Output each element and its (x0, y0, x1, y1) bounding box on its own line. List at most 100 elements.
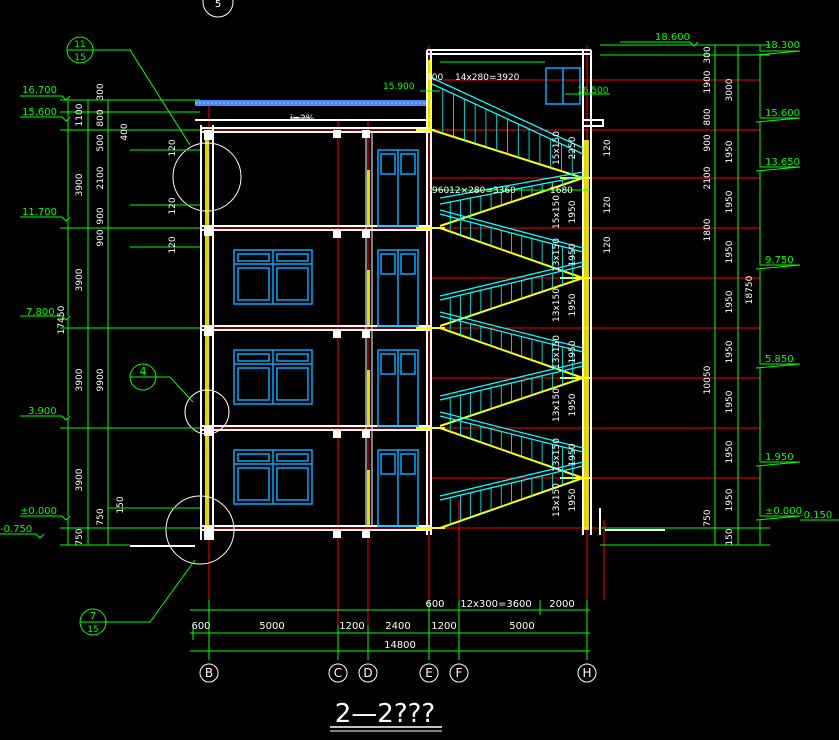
right-dim-2100: 2100 (703, 166, 713, 189)
stair-top-run: 14x280=3920 (455, 73, 520, 83)
top-circle-label: 5 (215, 0, 221, 10)
elev-left-11700: 11.700 (22, 207, 57, 218)
bottom-dim-1200-a: 1200 (339, 621, 364, 632)
flight-8-steps: 13x150 (552, 483, 562, 517)
left-dim-900-b: 900 (96, 229, 106, 246)
elev-right-13650: 13.650 (765, 157, 800, 168)
flight-6-steps: 13x150 (552, 388, 562, 422)
flight-5-steps: 13x150 (552, 335, 562, 369)
elev-right-minus150: -0.150 (800, 510, 832, 521)
bottom-dim-5000-a: 5000 (259, 621, 284, 632)
axis-label-c: C (334, 666, 342, 680)
stair-mid-run: 96012×280=3360 (432, 186, 516, 196)
flight-7-steps: 13x150 (552, 438, 562, 472)
left-dim-500: 500 (96, 134, 106, 151)
left-dim-2100: 2100 (96, 166, 106, 189)
right-dim-300: 300 (703, 46, 713, 63)
flight-5-height: 1950 (568, 340, 578, 363)
flight-4-height: 1950 (568, 293, 578, 316)
right-small-120-a: 120 (603, 139, 613, 156)
left-dim-3900-a: 3900 (75, 173, 85, 196)
elev-stair-roof: 16.500 (577, 86, 609, 96)
axis-label-e: E (425, 666, 433, 680)
left-dim-120-c: 120 (168, 236, 178, 253)
stairs (416, 77, 590, 529)
roof-slope-label: i=2% (290, 114, 315, 124)
elev-right-9750: 9.750 (765, 255, 794, 266)
columns (205, 60, 589, 530)
right-small-120-c: 120 (603, 236, 613, 253)
bottom-dim-2000: 2000 (549, 599, 574, 610)
right-dim-800: 800 (703, 108, 713, 125)
elev-left-15600: 15.600 (22, 107, 57, 118)
left-dim-3900-d: 3900 (75, 468, 85, 491)
doors (377, 149, 419, 527)
left-dimension-lines (0, 95, 200, 546)
detail-2-top: 4 (140, 365, 147, 378)
bottom-dim-2400: 2400 (385, 621, 410, 632)
flight-3-height: 1950 (568, 243, 578, 266)
elev-right-15600: 15.600 (765, 108, 800, 119)
left-dim-900-a: 900 (96, 207, 106, 224)
elev-right-0000: ±0.000 (765, 506, 802, 517)
detail-3-bottom: 15 (87, 625, 98, 635)
right-dim-1950-h: 1950 (725, 488, 735, 511)
axis-label-d: D (363, 666, 372, 680)
stair-tower-window (545, 67, 581, 105)
left-dim-150: 150 (116, 496, 126, 513)
elev-left-7800: 7.800 (26, 307, 55, 318)
left-dim-120-b: 120 (168, 197, 178, 214)
right-dim-900: 900 (703, 134, 713, 151)
flight-7-height: 1950 (568, 443, 578, 466)
left-dim-9900: 9900 (96, 368, 106, 391)
right-dim-1800: 1800 (703, 218, 713, 241)
bottom-dim-600-top: 600 (425, 599, 444, 610)
right-dim-750: 750 (703, 509, 713, 526)
bottom-dimension-lines (190, 600, 590, 660)
left-dim-3900-b: 3900 (75, 268, 85, 291)
detail-1-top: 11 (74, 40, 85, 50)
left-dim-300: 300 (96, 83, 106, 100)
flight-2-steps: 15x150 (552, 195, 562, 229)
bottom-dim-1200-b: 1200 (431, 621, 456, 632)
flight-3-steps: 13x150 (552, 238, 562, 272)
detail-3-top: 7 (90, 611, 96, 622)
elev-left-3900: 3.900 (28, 406, 57, 417)
left-dim-3900-c: 3900 (75, 368, 85, 391)
right-dim-1950-c: 1950 (725, 240, 735, 263)
windows (233, 249, 313, 505)
left-dim-750: 750 (75, 528, 85, 545)
flight-4-steps: 13x150 (552, 288, 562, 322)
stair-top-offset: 400 (426, 73, 443, 83)
detail-callouts (66, 0, 242, 636)
right-dim-10050: 10050 (703, 365, 713, 394)
elev-right-5850: 5.850 (765, 354, 794, 365)
right-dim-150: 150 (725, 528, 735, 545)
bottom-dim-3600: 12x300=3600 (460, 599, 532, 610)
elev-right-1950: 1.950 (765, 452, 794, 463)
bottom-dim-600: 600 (191, 621, 210, 632)
right-dim-1950-a: 1950 (725, 140, 735, 163)
axis-label-f: F (456, 666, 463, 680)
right-dim-3000: 3000 (725, 78, 735, 101)
right-dim-18750: 18750 (745, 275, 755, 304)
elev-left-16700: 16.700 (22, 85, 57, 96)
axis-lines (60, 45, 760, 660)
left-dim-750-b: 750 (96, 508, 106, 525)
bottom-dim-5000-b: 5000 (509, 621, 534, 632)
axis-label-h: H (582, 666, 591, 680)
right-dim-1950-b: 1950 (725, 190, 735, 213)
flight-1-steps: 15x150 (552, 131, 562, 165)
right-dim-1900: 1900 (703, 70, 713, 93)
right-dim-1950-d: 1950 (725, 290, 735, 313)
roof: i=2% (195, 100, 430, 124)
elev-left-0000: ±0.000 (20, 506, 57, 517)
left-dim-400: 400 (120, 123, 130, 140)
elev-roof-top: 15.900 (383, 82, 415, 92)
detail-1-bottom: 15 (74, 53, 85, 63)
bottom-dim-total: 14800 (384, 640, 416, 651)
axis-bubbles (199, 663, 597, 683)
elev-right-18300: 18.300 (765, 40, 800, 51)
beam-stubs (204, 130, 370, 540)
